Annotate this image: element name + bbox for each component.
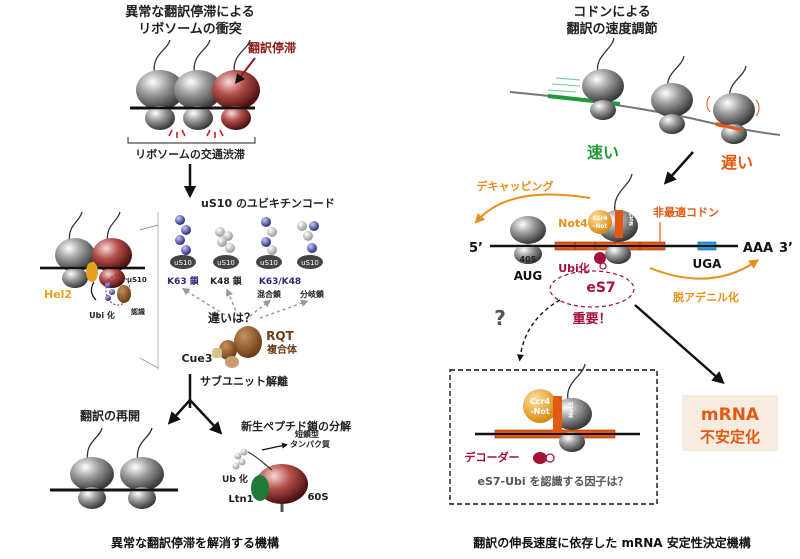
es7-question: eS7-Ubi を認識する因子は？ [477, 474, 628, 488]
left-title-line1: 異常な翻訳停滞による [125, 4, 255, 20]
right-title-line1: コドンによる [573, 5, 651, 20]
aug-label: AUG [514, 269, 543, 283]
right-title-line2: 翻訳の速度調節 [566, 21, 657, 37]
short-line1: 短鎖型 [295, 429, 319, 439]
us10-2: uS10 [217, 259, 235, 267]
arrow-degrade [189, 399, 223, 435]
not5-box: Not5 [568, 402, 575, 418]
question-mark: ? [494, 306, 506, 330]
us10-4: uS10 [301, 259, 319, 267]
fast-label: 速い [587, 143, 619, 162]
stall-pointer [234, 57, 256, 84]
chain-k48: K48 鎖 [210, 275, 243, 287]
arrow-reinit [167, 399, 191, 425]
not5-small: Not5 [629, 212, 635, 226]
chain-k63k48: K63/K48 [259, 277, 301, 287]
uga-label: UGA [693, 257, 723, 271]
hel2-label: Hel2 [44, 288, 72, 301]
ccr4-box: Ccr4 [530, 397, 551, 406]
ccr4-small: Ccr4 [592, 215, 607, 222]
slow-label: 遅い [721, 153, 753, 172]
destab-label: 不安定化 [700, 428, 760, 446]
zoom-line-bottom [139, 357, 159, 369]
deadenyl-arrow [649, 259, 760, 280]
es7-ellipse [549, 270, 635, 308]
es7-label: eS7 [586, 280, 615, 296]
not4-label: Not4 [558, 217, 588, 230]
arrow-to-mrna [634, 304, 725, 385]
right-bottom-title: 翻訳の伸長速度に依存した mRNA 安定性決定機構 [473, 535, 750, 550]
decapping-arrow [474, 193, 591, 224]
subunit-label: サブユニット解離 [200, 374, 288, 388]
important-label: 重要！ [572, 311, 611, 327]
chain-mixed: 混合鎖 [257, 289, 282, 299]
chain-k63: K63 鎖 [167, 275, 200, 287]
decapping-label: デキャッピング [477, 179, 554, 193]
five-prime: 5’ [469, 241, 483, 256]
nonopt-label: 非最適コドン [653, 205, 719, 219]
hel2-ribosomes [40, 211, 145, 306]
us10-hel2: uS10 [127, 276, 147, 284]
recognition-label: 認識 [131, 307, 145, 316]
reinit-label: 翻訳の再開 [80, 408, 140, 423]
rqt-complex-label: 複合体 [266, 343, 298, 356]
mrna-box [682, 395, 778, 451]
ubika-label: Ubi化 [558, 261, 590, 275]
degrade-label: 新生ペプチド鎖の分解 [241, 419, 351, 433]
decoder-box [449, 369, 658, 505]
short-line2: タンパク質 [290, 439, 330, 449]
collided-ribosomes [130, 39, 260, 138]
traffic-label: リボソームの交通渋滞 [135, 147, 245, 161]
box-ribosome [475, 363, 640, 464]
speed-mrna [509, 37, 781, 144]
ubi-label-left: Ubi 化 [89, 310, 115, 320]
three-prime: 3’ [779, 241, 793, 256]
mrna-label: mRNA [701, 405, 760, 425]
code-title: uS10 のユビキチンコード [201, 196, 335, 210]
s60-label: 60S [307, 492, 328, 503]
ubiquitin-chains: uS10 uS10 uS10 uS10 [170, 215, 323, 269]
rqt-label: RQT [266, 329, 294, 343]
aaa-label: AAA [743, 241, 773, 256]
not-small: -Not [593, 223, 608, 230]
ubi-arrow [90, 281, 97, 301]
cue3-label: Cue3 [181, 352, 212, 365]
peptide-degradation [232, 442, 308, 512]
traffic-bracket [127, 137, 256, 144]
ub-label: Ub 化 [222, 473, 248, 485]
not-box: -Not [530, 407, 550, 416]
diff-arrows [181, 288, 309, 319]
stall-label: 翻訳停滞 [248, 40, 296, 55]
us10-1: uS10 [174, 259, 192, 267]
zoom-line-top [139, 224, 159, 231]
dashed-arrow-to-box [516, 299, 561, 362]
arrow-to-detail [663, 151, 694, 185]
decoder-label: デコーダー [465, 450, 520, 464]
us10-3: uS10 [260, 259, 278, 267]
deadenyl-label: 脱アデニル化 [673, 290, 739, 304]
left-bottom-title: 異常な翻訳停滞を解消する機構 [111, 535, 279, 550]
ltn1-label: Ltn1 [228, 494, 253, 505]
left-title-line2: リボソームの衝突 [138, 21, 242, 37]
diff-question: 違いは？ [208, 310, 256, 325]
reinit-ribosomes [50, 427, 178, 509]
detail-mrna [490, 173, 738, 270]
s40-label: 40S [520, 255, 537, 264]
chain-branched: 分岐鎖 [300, 289, 325, 299]
rqt-complex-shape [212, 326, 262, 368]
